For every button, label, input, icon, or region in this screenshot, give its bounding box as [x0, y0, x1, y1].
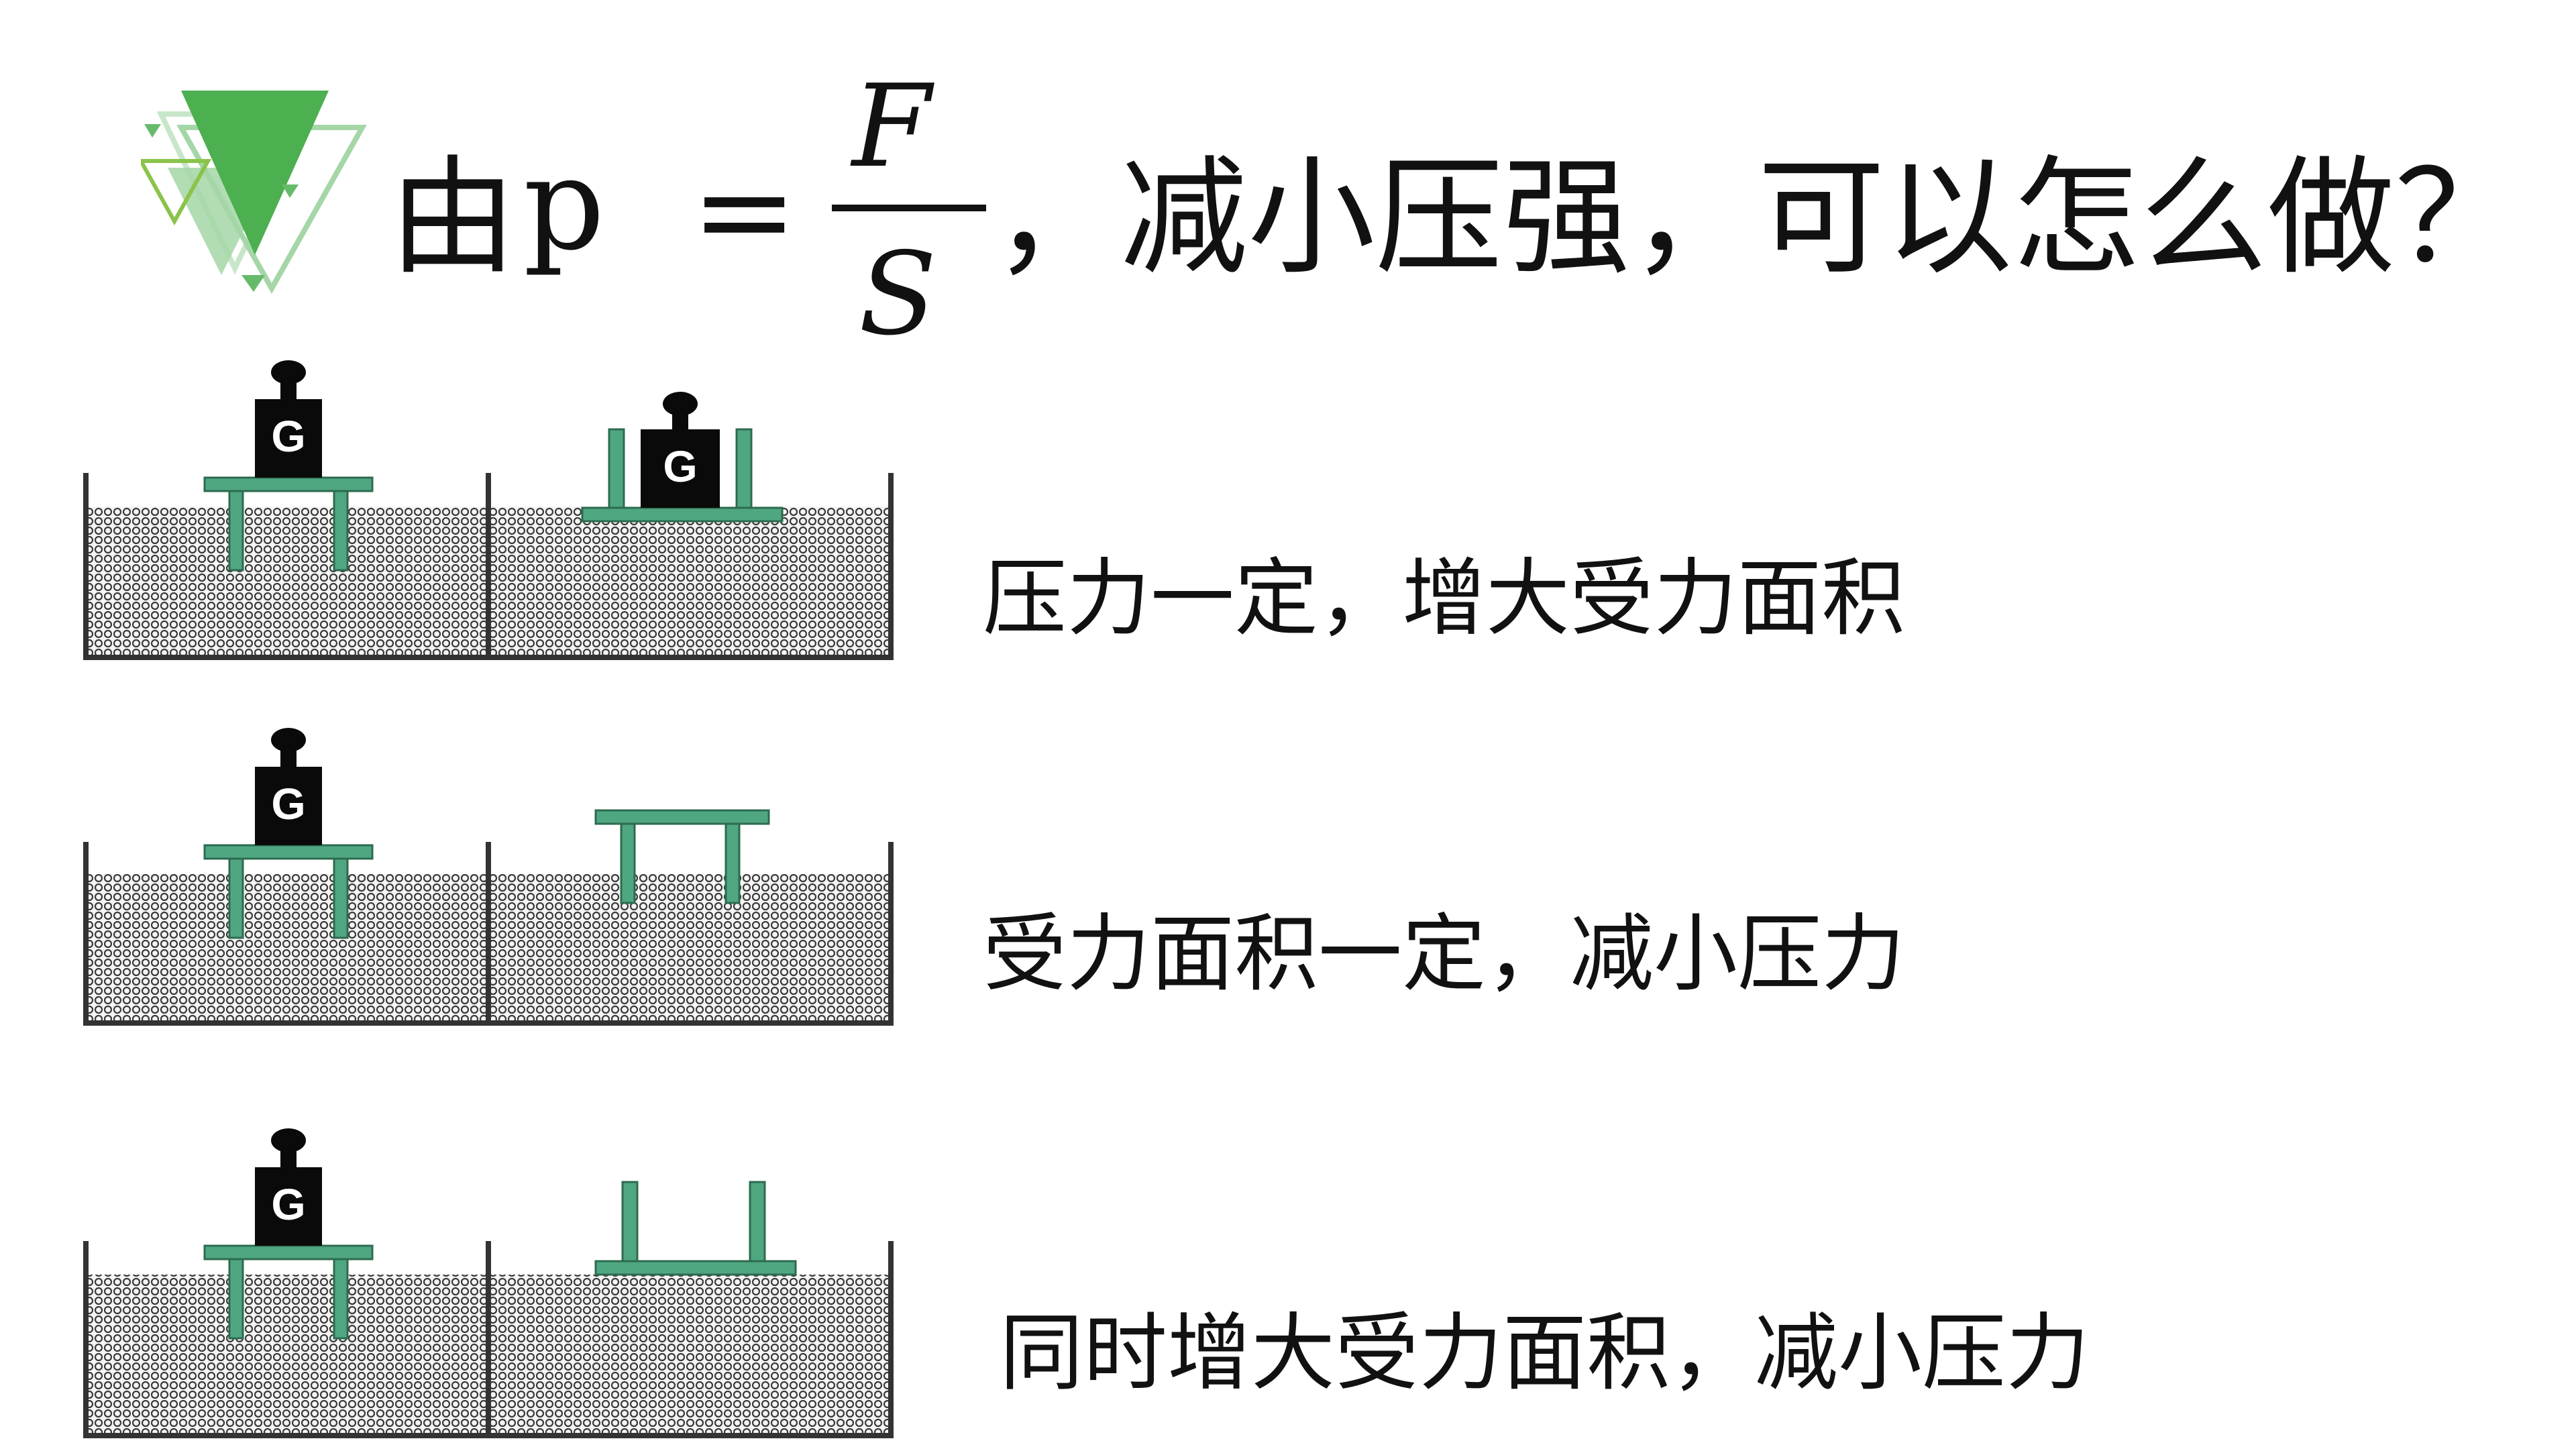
- sand-left: [86, 506, 488, 657]
- sand-right: [488, 506, 891, 657]
- table-icon: [594, 1181, 797, 1276]
- weight-label: G: [271, 779, 305, 828]
- weight-label: G: [271, 1179, 305, 1229]
- weight-icon: G: [641, 392, 720, 508]
- title-prefix: 由: [389, 144, 517, 292]
- title-pressure-symbol: p: [523, 130, 605, 278]
- table-icon: [581, 428, 784, 523]
- weight-label: G: [663, 441, 697, 491]
- title-question: ，减小压强，可以怎么做？: [993, 144, 2523, 292]
- table-icon: [203, 476, 374, 572]
- sand-container-icon: [83, 1241, 894, 1438]
- fraction-denominator: S: [859, 228, 937, 361]
- triangle-logo-icon: [141, 91, 367, 294]
- row-1-caption: 压力一定，增大受力面积: [983, 550, 1905, 647]
- title-formula: 由 p = F S ，减小压强，可以怎么做？: [389, 60, 2536, 361]
- sand-right: [488, 874, 891, 1023]
- row-2-diagram: G: [83, 728, 894, 1026]
- table-icon: [203, 844, 374, 939]
- row-2-caption: 受力面积一定，减小压力: [983, 906, 1905, 1003]
- fraction-numerator: F: [852, 60, 931, 193]
- sand-container-icon: [83, 842, 894, 1026]
- sand-left: [86, 874, 488, 1023]
- row-3-diagram: G: [83, 1128, 894, 1438]
- weight-label: G: [271, 411, 305, 461]
- sand-container-icon: [83, 473, 894, 660]
- table-icon: [594, 809, 770, 904]
- sand-left: [86, 1275, 488, 1436]
- sand-right: [488, 1275, 891, 1436]
- weight-icon: G: [255, 360, 322, 478]
- row-3-caption: 同时增大受力面积，减小压力: [1000, 1305, 2090, 1402]
- row-1-diagram: G G: [83, 360, 894, 660]
- fraction-bar: [832, 205, 986, 211]
- title-equals: =: [691, 137, 798, 285]
- table-icon: [203, 1244, 374, 1340]
- weight-icon: G: [255, 728, 322, 845]
- weight-icon: G: [255, 1128, 322, 1246]
